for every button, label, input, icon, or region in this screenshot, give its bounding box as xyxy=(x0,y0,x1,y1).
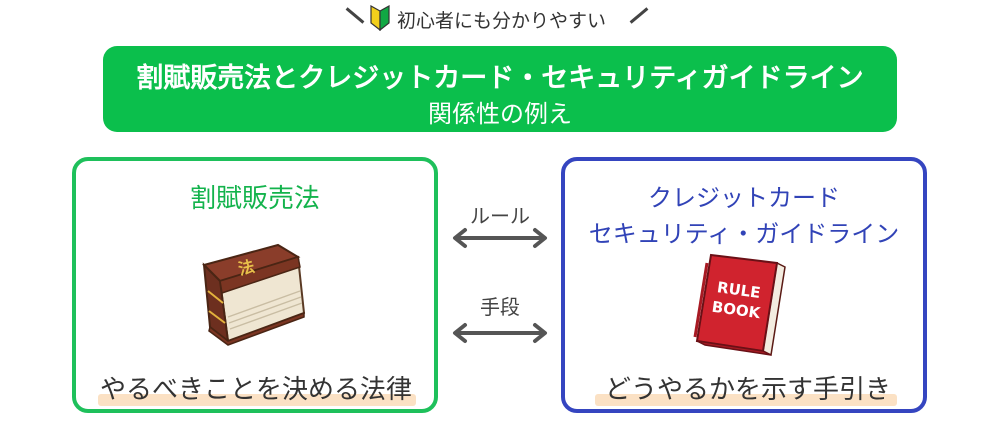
relation-label-rule: ルール xyxy=(470,204,530,228)
double-arrow-icon xyxy=(453,323,547,343)
banner-subtitle: 関係性の例え xyxy=(428,100,572,128)
slash-decoration-right xyxy=(629,7,649,24)
law-caption: やるべきことを決める法律 xyxy=(100,375,413,405)
law-box: 割賦販売法 法 やるべきことを決める法律 xyxy=(72,157,438,413)
guideline-caption: どうやるかを示す手引き xyxy=(605,375,892,405)
law-book-icon: 法 xyxy=(202,243,306,346)
guideline-box-title-line1: クレジットカード xyxy=(648,184,840,212)
beginner-text: 初心者にも分かりやすい xyxy=(397,10,607,32)
law-book-label: 法 xyxy=(236,257,256,279)
law-caption-highlight xyxy=(98,394,416,406)
guideline-box-title-line2: セキュリティ・ガイドライン xyxy=(588,220,900,248)
guideline-box: クレジットカード セキュリティ・ガイドライン RULE BOOK どうやるかを示… xyxy=(561,157,927,413)
title-banner: 割賦販売法とクレジットカード・セキュリティガイドライン 関係性の例え xyxy=(103,46,897,132)
beginner-tag: 初心者にも分かりやすい xyxy=(0,4,1000,36)
rule-book-icon: RULE BOOK xyxy=(693,253,786,357)
slash-decoration-left xyxy=(345,7,365,24)
guideline-caption-highlight xyxy=(595,394,897,406)
law-box-title: 割賦販売法 xyxy=(189,184,320,214)
beginner-mark-icon xyxy=(370,5,390,31)
rule-book-label-line1: RULE xyxy=(716,278,762,302)
banner-title: 割賦販売法とクレジットカード・セキュリティガイドライン xyxy=(136,63,864,94)
relation-label-means: 手段 xyxy=(480,295,520,319)
double-arrow-icon xyxy=(453,228,547,248)
